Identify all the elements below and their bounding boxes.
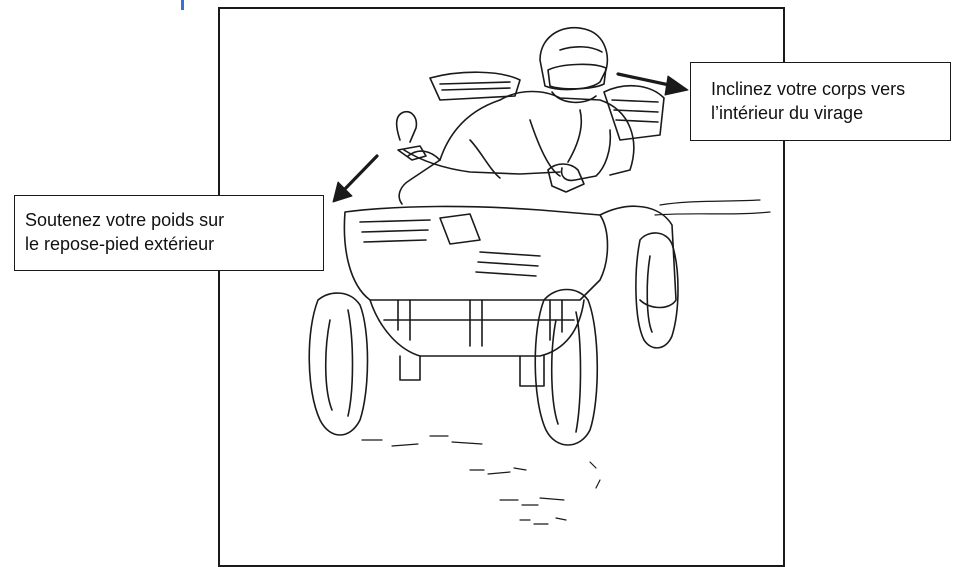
terrain-lines — [362, 200, 770, 524]
helmet — [540, 28, 607, 103]
callout-support-weight: Soutenez votre poids sur le repose-pied … — [14, 195, 324, 271]
wheels — [309, 233, 678, 445]
rider-body — [399, 92, 634, 205]
atv-body — [344, 72, 676, 356]
callout-left-line-1: Soutenez votre poids sur — [25, 208, 313, 232]
callout-right-line-2: l’intérieur du virage — [711, 101, 940, 125]
arrow-right-icon — [618, 74, 688, 95]
arrow-down-left-icon — [333, 156, 377, 202]
callout-right-line-1: Inclinez votre corps vers — [711, 77, 940, 101]
callout-left-line-2: le repose-pied extérieur — [25, 232, 313, 256]
callout-lean-body: Inclinez votre corps vers l’intérieur du… — [690, 62, 951, 141]
